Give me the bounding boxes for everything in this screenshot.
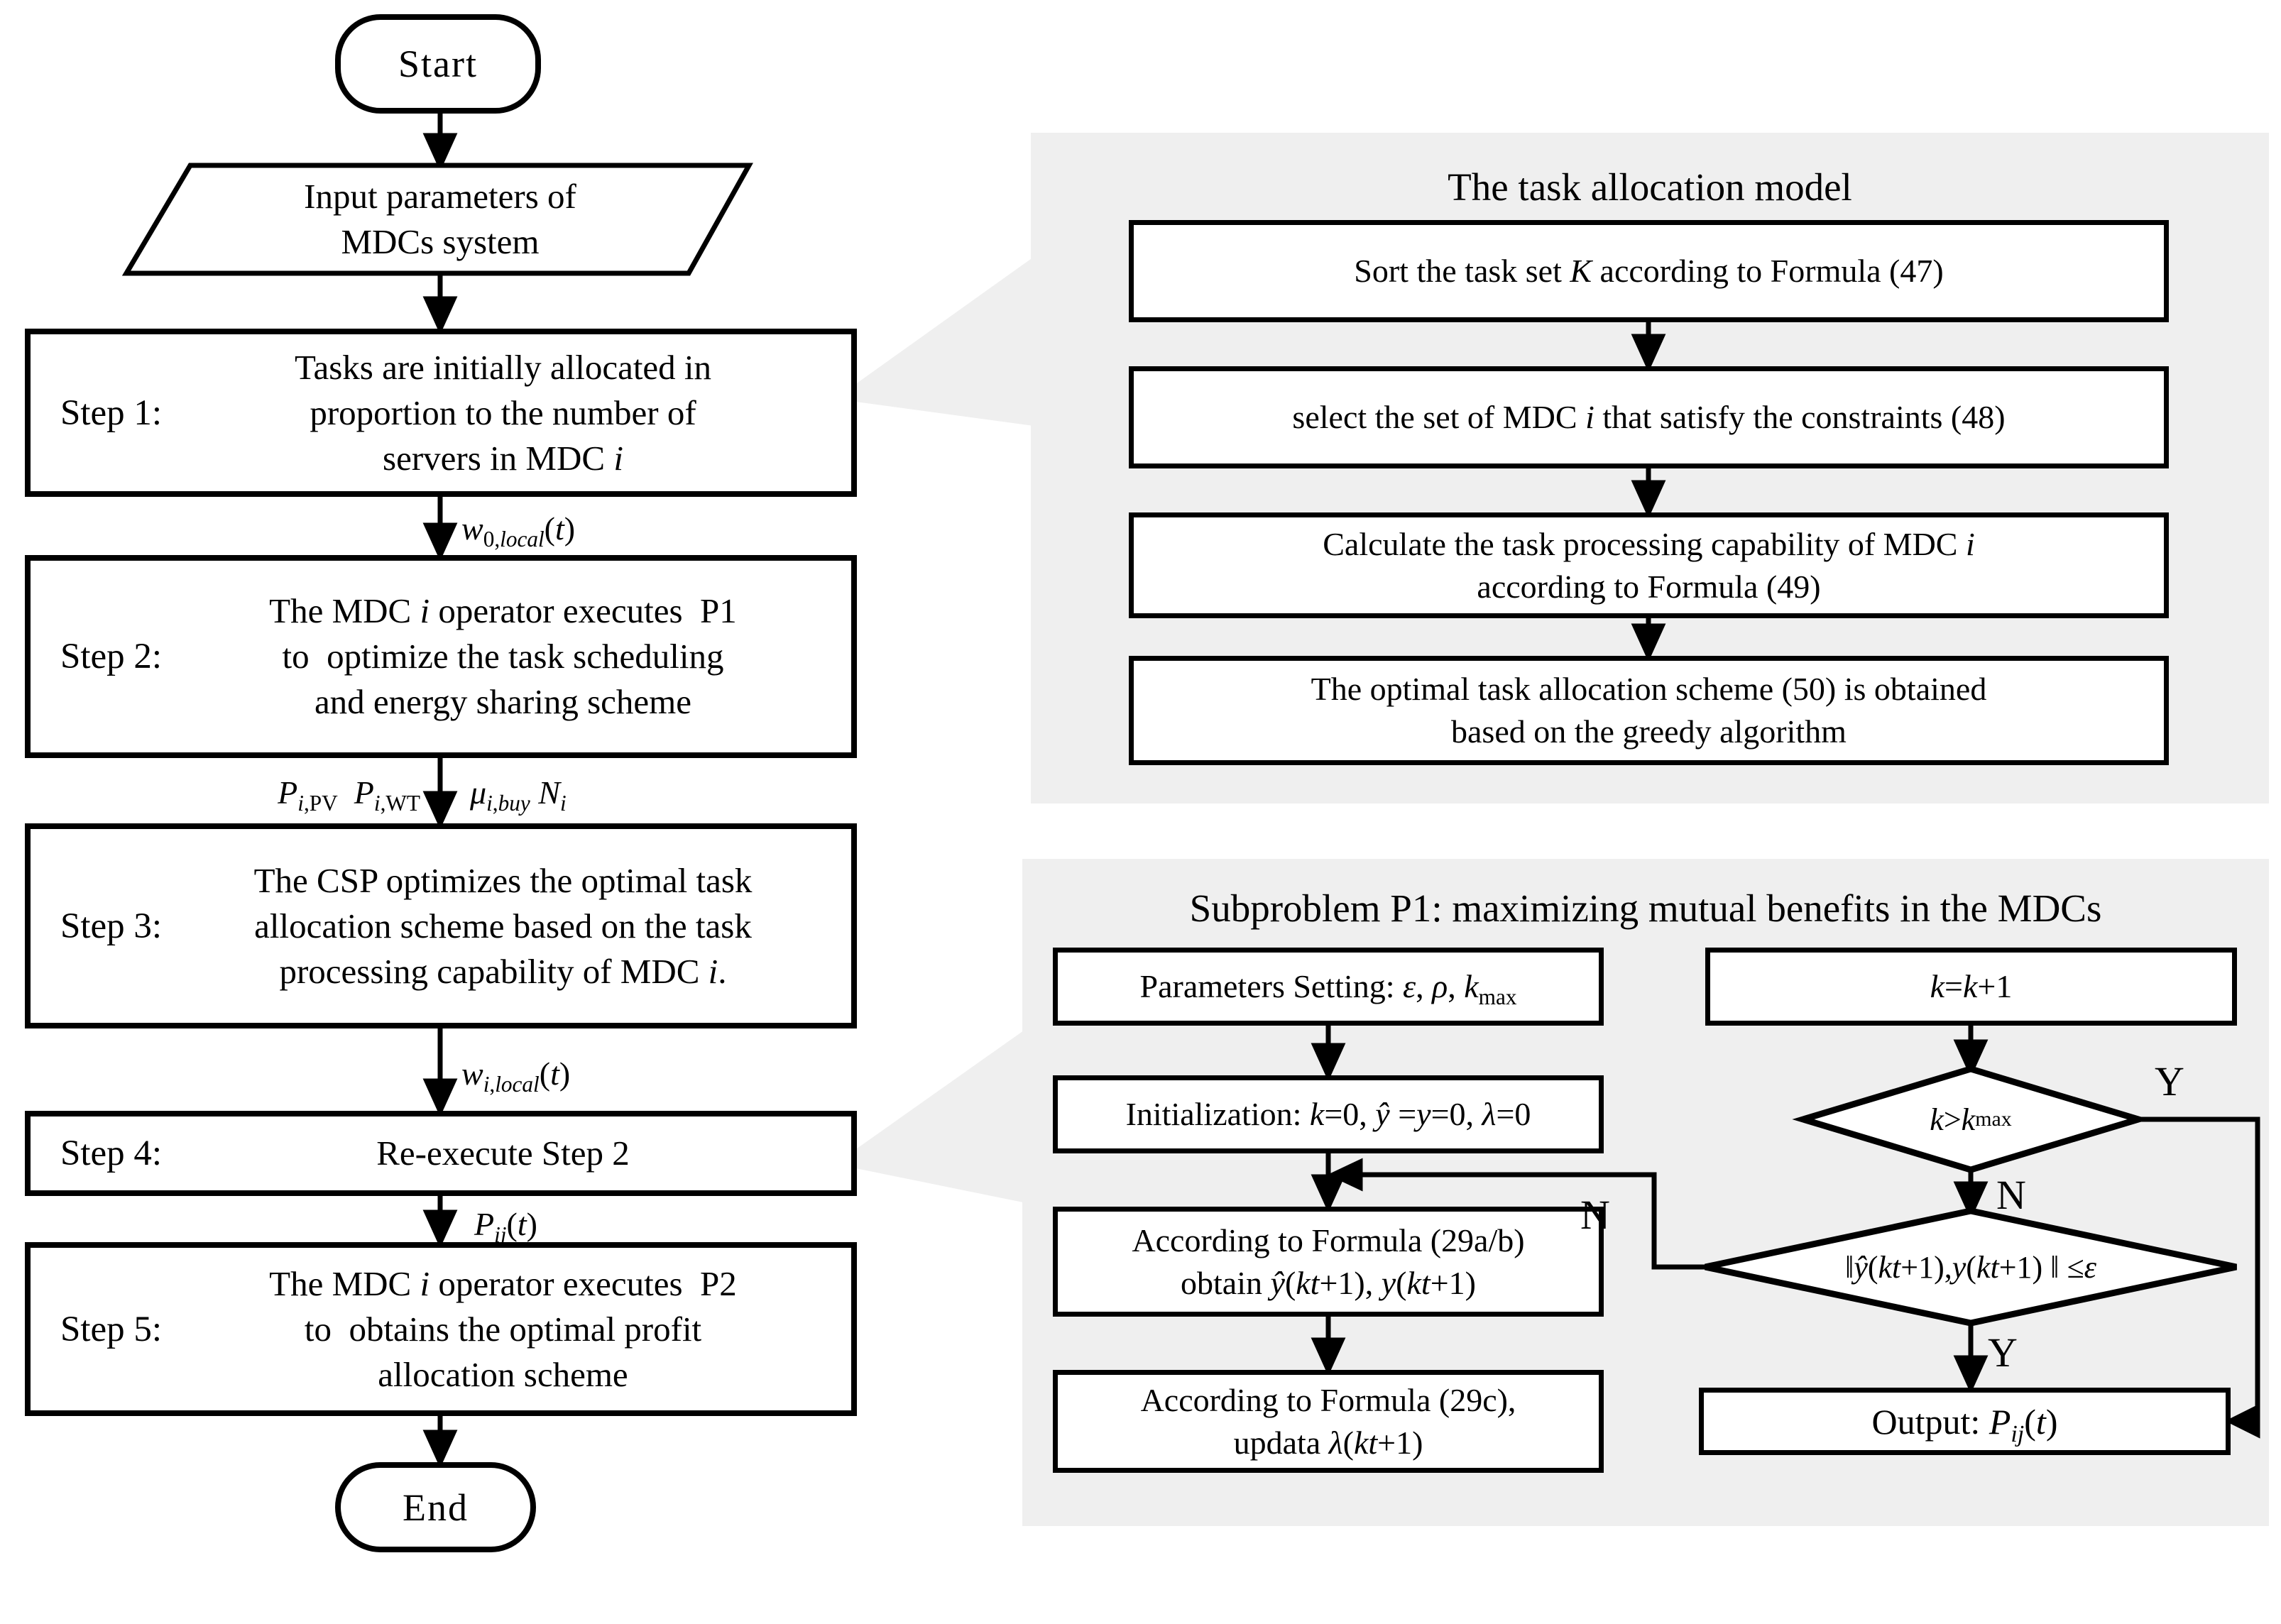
task-box-sort-text: Sort the task set K according to Formula… <box>1354 253 1944 289</box>
task-panel-title: The task allocation model <box>1448 165 1852 209</box>
path-eps-N-return <box>1360 1172 1705 1270</box>
step5-label: Step 5: <box>60 1309 163 1349</box>
path-kmax-Y-to-output <box>2138 1116 2260 1421</box>
edge-label-p-pv-wt: Pi,PV Pi,WT <box>278 774 420 816</box>
edge-label-w0-local: w0,local(t) <box>461 510 576 552</box>
output-text: Output: Pij(t) <box>1871 1401 2058 1447</box>
output-box: Output: Pij(t) <box>1699 1388 2231 1455</box>
kmax-no-label: N <box>1996 1172 2026 1218</box>
step1-box: Step 1: Tasks are initially allocated in… <box>25 329 857 497</box>
formula-29ab-box: According to Formula (29a/b)obtain ŷ(kt+… <box>1053 1207 1604 1317</box>
eps-no-label: N <box>1580 1192 1610 1238</box>
arrowhead <box>1631 334 1666 373</box>
input-parallelogram-shape <box>121 163 753 276</box>
eps-yes-label: Y <box>1988 1329 2018 1376</box>
task-box-select: select the set of MDC i that satisfy the… <box>1129 366 2169 468</box>
kmax-yes-label: Y <box>2155 1058 2184 1104</box>
initialization-box: Initialization: k=0, ŷ =y=0, λ=0 <box>1053 1075 1604 1153</box>
parameters-setting-text: Parameters Setting: ε, ρ, kmax <box>1139 968 1517 1010</box>
arrowhead <box>1953 1181 1989 1220</box>
arrowhead <box>422 1209 458 1249</box>
arrowhead <box>1953 1355 1989 1394</box>
decision-eps-text: ‖ ŷ(kt+1), y(kt+1) ‖ ≤ ε <box>1844 1249 2097 1285</box>
edge-label-p-ij: Pij(t) <box>474 1206 537 1248</box>
task-box-optimal: The optimal task allocation scheme (50) … <box>1129 656 2169 765</box>
k-increment-text: k=k+1 <box>1930 968 2013 1004</box>
arrowhead <box>422 1430 458 1469</box>
decision-eps-shape <box>1705 1207 2237 1327</box>
step4-label: Step 4: <box>60 1134 163 1173</box>
step2-label: Step 2: <box>60 637 163 676</box>
arrowhead <box>1311 1337 1346 1376</box>
task-box-select-text: select the set of MDC i that satisfy the… <box>1292 399 2006 435</box>
edge-label-mu-buy-n: μi,buy Ni <box>470 774 567 816</box>
arrowhead <box>1311 1174 1346 1213</box>
step4-text: Re-execute Step 2 <box>376 1134 630 1173</box>
step3-box: Step 3: The CSP optimizes the optimal ta… <box>25 823 857 1028</box>
parameters-setting-box: Parameters Setting: ε, ρ, kmax <box>1053 948 1604 1026</box>
arrowhead <box>422 133 458 172</box>
task-box-calculate: Calculate the task processing capability… <box>1129 512 2169 618</box>
callout-wedge-step4 <box>835 1024 1034 1205</box>
edge-label-wi-local: wi,local(t) <box>461 1055 571 1097</box>
formula-29c-text: According to Formula (29c),updata λ(kt+1… <box>1140 1381 1516 1461</box>
formula-29c-box: According to Formula (29c),updata λ(kt+1… <box>1053 1370 1604 1473</box>
task-box-calculate-text: Calculate the task processing capability… <box>1323 525 1975 605</box>
initialization-text: Initialization: k=0, ŷ =y=0, λ=0 <box>1125 1096 1531 1132</box>
arrowhead <box>1327 1158 1363 1192</box>
arrowhead <box>422 522 458 561</box>
step3-label: Step 3: <box>60 906 163 946</box>
subproblem-panel-title: Subproblem P1: maximizing mutual benefit… <box>1189 887 2102 930</box>
arrowhead <box>1631 480 1666 519</box>
arrowhead <box>422 1078 458 1117</box>
step1-label: Step 1: <box>60 393 163 433</box>
end-label: End <box>403 1486 469 1529</box>
arrowhead <box>2225 1403 2260 1439</box>
k-increment-box: k=k+1 <box>1705 948 2237 1026</box>
arrowhead <box>1953 1039 1989 1078</box>
step4-box: Step 4: Re-execute Step 2 <box>25 1111 857 1196</box>
arrowhead <box>1631 623 1666 662</box>
arrowhead <box>422 296 458 335</box>
task-box-optimal-text: The optimal task allocation scheme (50) … <box>1311 671 1987 750</box>
end-terminal: End <box>335 1462 536 1552</box>
start-terminal: Start <box>335 14 541 114</box>
decision-kmax-shape <box>1792 1065 2150 1173</box>
formula-29ab-text: According to Formula (29a/b)obtain ŷ(kt+… <box>1132 1222 1525 1301</box>
arrowhead <box>422 791 458 830</box>
task-box-sort: Sort the task set K according to Formula… <box>1129 220 2169 322</box>
arrowhead <box>1311 1043 1346 1082</box>
callout-wedge-step1 <box>835 257 1034 426</box>
start-label: Start <box>398 43 478 85</box>
